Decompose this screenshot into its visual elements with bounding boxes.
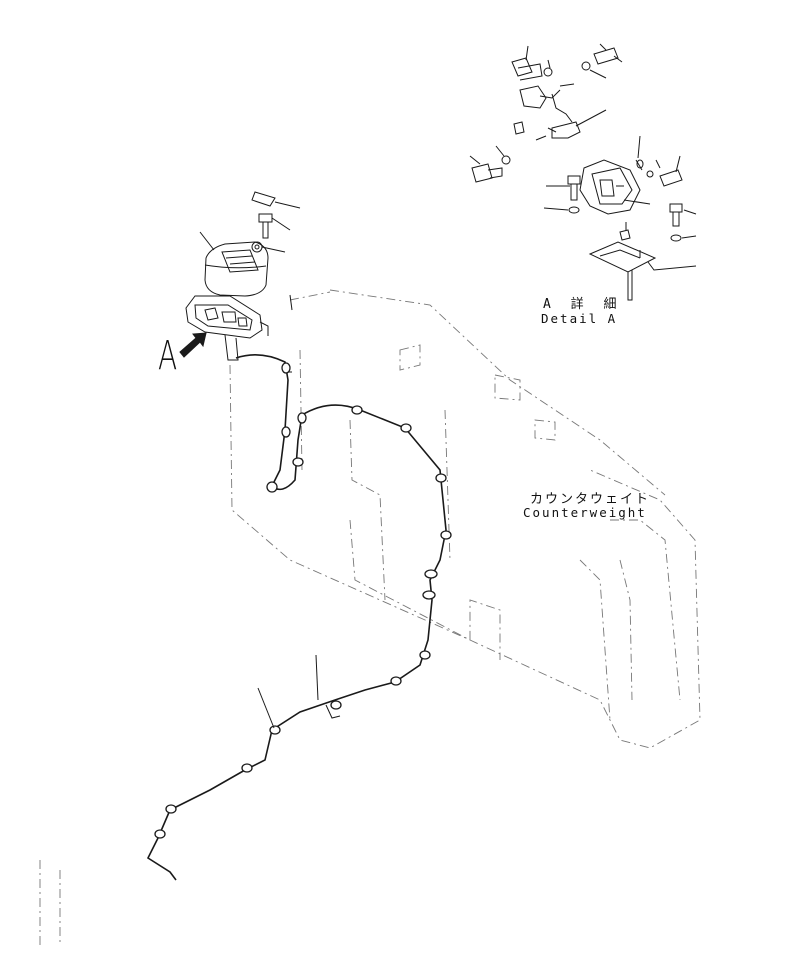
view-label-a: A [158, 333, 178, 379]
leader-lines [257, 654, 319, 729]
detail-label-en: Detail A [541, 311, 618, 326]
wire-harness [146, 354, 447, 881]
bolt-main [251, 191, 301, 253]
detail-a-view [469, 43, 697, 301]
harness-clamps [154, 362, 452, 839]
counterweight-label-en: Counterweight [523, 505, 647, 520]
detail-label-jp: A 詳 細 [543, 297, 623, 312]
counterweight-label-jp: カウンタウェイト [530, 492, 651, 507]
switch-cover [199, 231, 269, 297]
arrow-to-detail-icon [179, 332, 207, 358]
switch-bracket [185, 294, 293, 361]
counterweight-outline [39, 289, 701, 945]
